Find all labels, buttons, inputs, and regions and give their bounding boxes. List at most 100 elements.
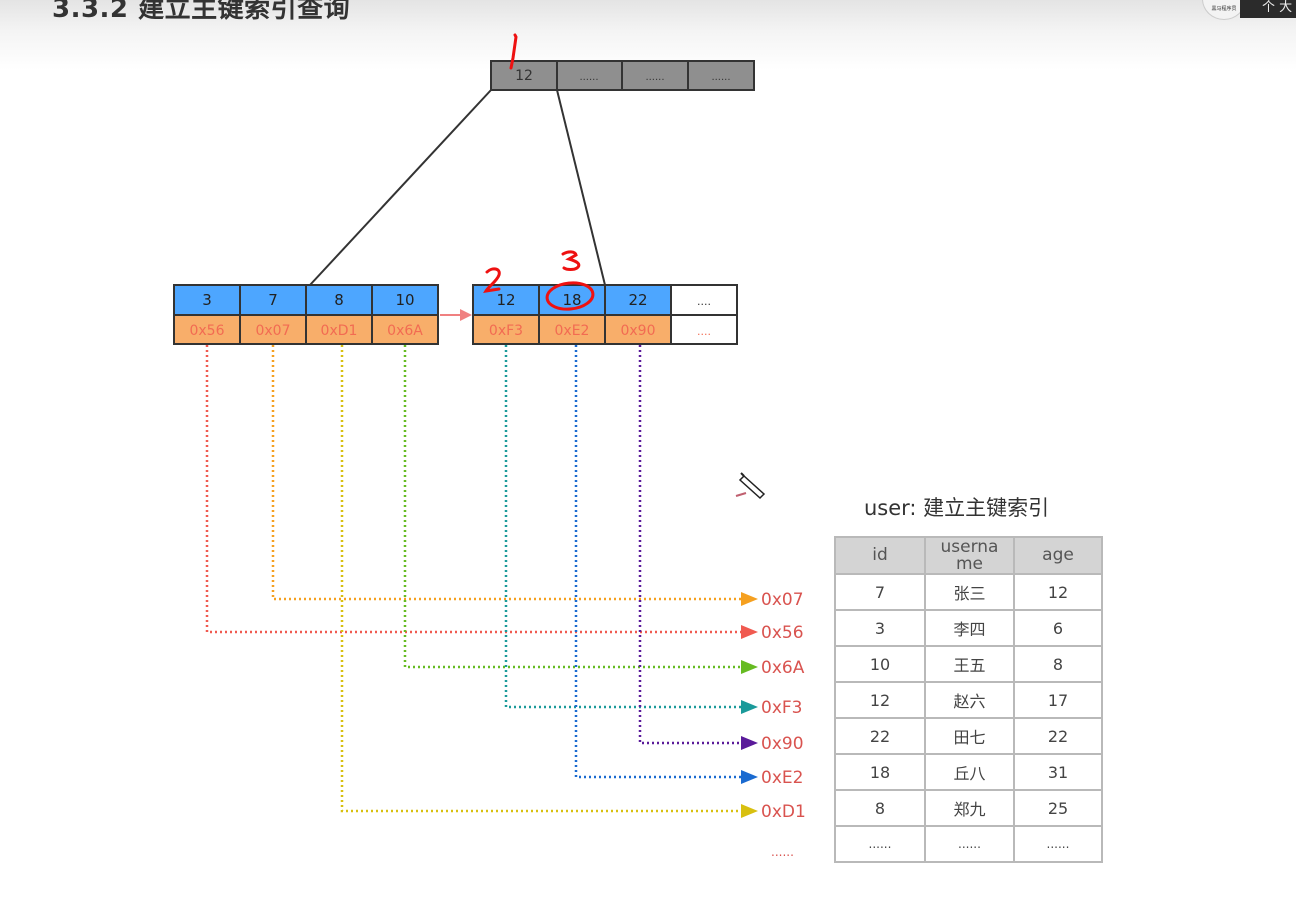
arrowhead — [741, 592, 758, 606]
circle-around-18 — [545, 281, 595, 311]
root-key-cell — [687, 60, 755, 91]
root-key: ...... — [579, 72, 598, 83]
cell-username: 张三 — [924, 573, 1015, 611]
leaf-pointer-cell — [371, 314, 439, 345]
cell-age: ...... — [1013, 825, 1103, 863]
page-title: 3.3.2 建立主键索引查询 — [52, 0, 351, 24]
column-header-age: age — [1013, 536, 1103, 575]
leaf-pointer: 0x07 — [255, 323, 290, 339]
cell-age: 31 — [1013, 753, 1103, 791]
leaf-pointer-cell — [173, 314, 241, 345]
arrowhead — [741, 700, 758, 714]
leaf-key: 18 — [562, 291, 581, 309]
leaf-key: 22 — [628, 291, 647, 309]
leaf-pointer: .... — [697, 325, 711, 338]
address-label: 0x07 — [761, 590, 804, 610]
leaf-key-cell — [305, 284, 373, 316]
cell-id: 12 — [834, 681, 926, 719]
cell-username: 田七 — [924, 717, 1015, 755]
address-label: 0x56 — [761, 623, 804, 643]
pointer-lines — [205, 345, 742, 813]
address-label: 0x90 — [761, 734, 804, 754]
cell-username: 赵六 — [924, 681, 1015, 719]
cell-id: 22 — [834, 717, 926, 755]
cell-id: 10 — [834, 645, 926, 683]
leaf-pointer-cell — [472, 314, 540, 345]
leaf-pointer-cell — [604, 314, 672, 345]
cell-id: 3 — [834, 609, 926, 647]
cell-username: 李四 — [924, 609, 1015, 647]
address-label: 0xD1 — [761, 802, 806, 822]
player-menu[interactable]: 个 大 — [1240, 0, 1296, 18]
address-label: 0xF3 — [761, 698, 802, 718]
leaf-pointer-cell — [239, 314, 307, 345]
leaf-key-cell — [604, 284, 672, 316]
annotation-text-2: 2 — [0, 0, 1, 1]
cell-username: ...... — [924, 825, 1015, 863]
leaf-key: 12 — [496, 291, 515, 309]
root-to-leaf2-line — [556, 89, 606, 286]
root-key-cell — [621, 60, 689, 91]
leaf-pointer: 0x6A — [387, 323, 423, 339]
leaf-pointer: 0x90 — [620, 323, 655, 339]
annotation-2-mark — [483, 267, 501, 293]
arrowhead — [741, 804, 758, 818]
arrowhead — [741, 660, 758, 674]
more-label: ...... — [771, 845, 794, 859]
root-key-cell — [490, 60, 558, 91]
root-to-leaf1-line — [309, 89, 492, 286]
root-node: 12 ...... ...... ...... — [490, 60, 755, 91]
leaf-pointer-cell — [538, 314, 606, 345]
leaf-key: 8 — [334, 291, 344, 309]
pencil-cursor-icon — [735, 472, 766, 500]
address-labels: 0x07 0x56 0x6A 0xF3 0x90 0xE2 0xD1 .....… — [761, 590, 806, 859]
arrowhead — [741, 625, 758, 639]
pointer-line-0x56 — [205, 345, 742, 634]
root-key: 12 — [515, 68, 533, 84]
table-row: ...... ...... ...... — [834, 825, 1103, 863]
pointer-line-0xE2 — [574, 345, 742, 779]
cell-age: 12 — [1013, 573, 1103, 611]
cell-username: 王五 — [924, 645, 1015, 683]
cell-username: 丘八 — [924, 753, 1015, 791]
address-label: 0xE2 — [761, 768, 803, 788]
leaf-key: 3 — [202, 291, 212, 309]
leaf-pointer: 0x56 — [189, 323, 224, 339]
root-key-cell — [556, 60, 623, 91]
table-row: 18 丘八 31 — [834, 753, 1103, 791]
cell-id: ...... — [834, 825, 926, 863]
slide-header-band — [0, 0, 1296, 70]
table-row: 12 赵六 17 — [834, 681, 1103, 719]
leaf-pointer-cell — [670, 314, 738, 345]
column-header-username: username — [924, 536, 1015, 575]
leaf-pointer: 0xE2 — [555, 323, 590, 339]
handwritten-annotations — [483, 33, 595, 311]
leaf-key-cell — [472, 284, 540, 316]
table-row: 22 田七 22 — [834, 717, 1103, 755]
arrowhead — [741, 736, 758, 750]
leaf-key: 7 — [268, 291, 278, 309]
leaf-sibling-arrow — [440, 309, 472, 321]
arrowhead — [741, 770, 758, 784]
leaf-key-cell — [371, 284, 439, 316]
table-row: 8 郑九 25 — [834, 789, 1103, 827]
table-row: 10 王五 8 — [834, 645, 1103, 683]
table-caption: user: 建立主键索引 — [864, 496, 1050, 520]
address-label: 0x6A — [761, 658, 805, 678]
cell-age: 22 — [1013, 717, 1103, 755]
annotation-text-3: 3 — [0, 0, 1, 1]
table-row: 3 李四 6 — [834, 609, 1103, 647]
cell-age: 8 — [1013, 645, 1103, 683]
pointer-line-0x6A — [403, 345, 742, 669]
cell-age: 25 — [1013, 789, 1103, 827]
cell-id: 8 — [834, 789, 926, 827]
user-table: id username age 7 张三 12 3 李四 6 10 王五 8 1… — [834, 536, 1103, 863]
root-key: ...... — [711, 72, 730, 83]
cell-age: 6 — [1013, 609, 1103, 647]
leaf-key: 10 — [395, 291, 414, 309]
leaf-node-2: 12 18 22 .... 0xF3 0xE2 0x90 .... — [472, 284, 738, 345]
cell-id: 18 — [834, 753, 926, 791]
annotation-3-mark — [561, 250, 581, 271]
pointer-line-0x07 — [271, 345, 742, 601]
